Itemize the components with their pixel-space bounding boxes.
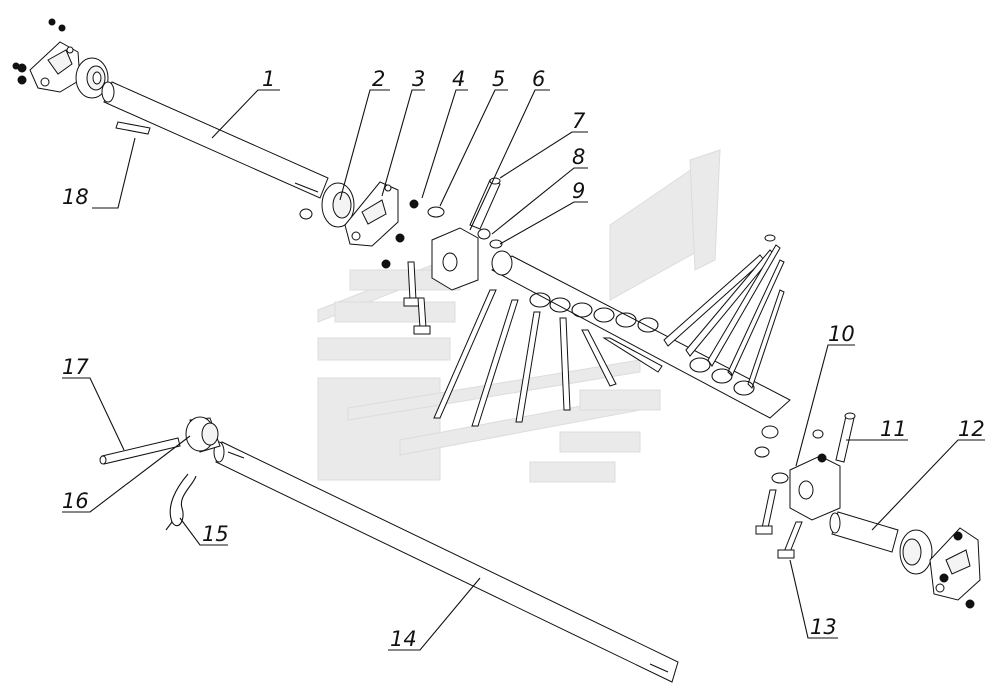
sleeve-part-16 (185, 416, 221, 453)
tines-right (663, 234, 785, 389)
tine-bar-assembly (433, 234, 791, 458)
shaft-part-12 (829, 511, 899, 553)
callout-5: 5 (492, 67, 505, 91)
callout-11: 11 (880, 417, 907, 441)
key-part-18 (115, 121, 151, 135)
callout-17: 17 (62, 355, 89, 379)
tines-left (433, 289, 663, 427)
left-bearing-housing (12, 18, 109, 99)
callout-9: 9 (572, 179, 585, 203)
callout-10: 10 (828, 322, 855, 346)
leader-lines (62, 89, 985, 651)
right-clamp-block (755, 412, 856, 559)
callout-7: 7 (572, 109, 586, 133)
callout-6: 6 (532, 67, 545, 91)
callout-13: 13 (810, 615, 837, 639)
callout-2: 2 (372, 67, 385, 91)
clamp-block-part-6 (403, 227, 479, 335)
callout-4: 4 (452, 67, 465, 91)
rod-part-17 (99, 437, 181, 465)
callout-12: 12 (958, 417, 985, 441)
spring-coils (529, 292, 755, 396)
right-bearing-housing (899, 527, 981, 609)
r-clip-part-15 (165, 473, 197, 531)
flange-part-3 (344, 181, 399, 247)
callout-16: 16 (62, 489, 89, 513)
shaft-part-1 (101, 81, 329, 199)
callout-18: 18 (62, 185, 89, 209)
callout-14: 14 (390, 627, 417, 651)
callout-1: 1 (262, 67, 275, 91)
callout-15: 15 (202, 522, 229, 546)
callout-labels: 1 2 3 4 5 6 7 8 9 10 11 12 13 14 15 16 1… (62, 67, 985, 651)
callout-8: 8 (572, 145, 585, 169)
callout-3: 3 (412, 67, 425, 91)
fasteners-upper (381, 199, 503, 269)
